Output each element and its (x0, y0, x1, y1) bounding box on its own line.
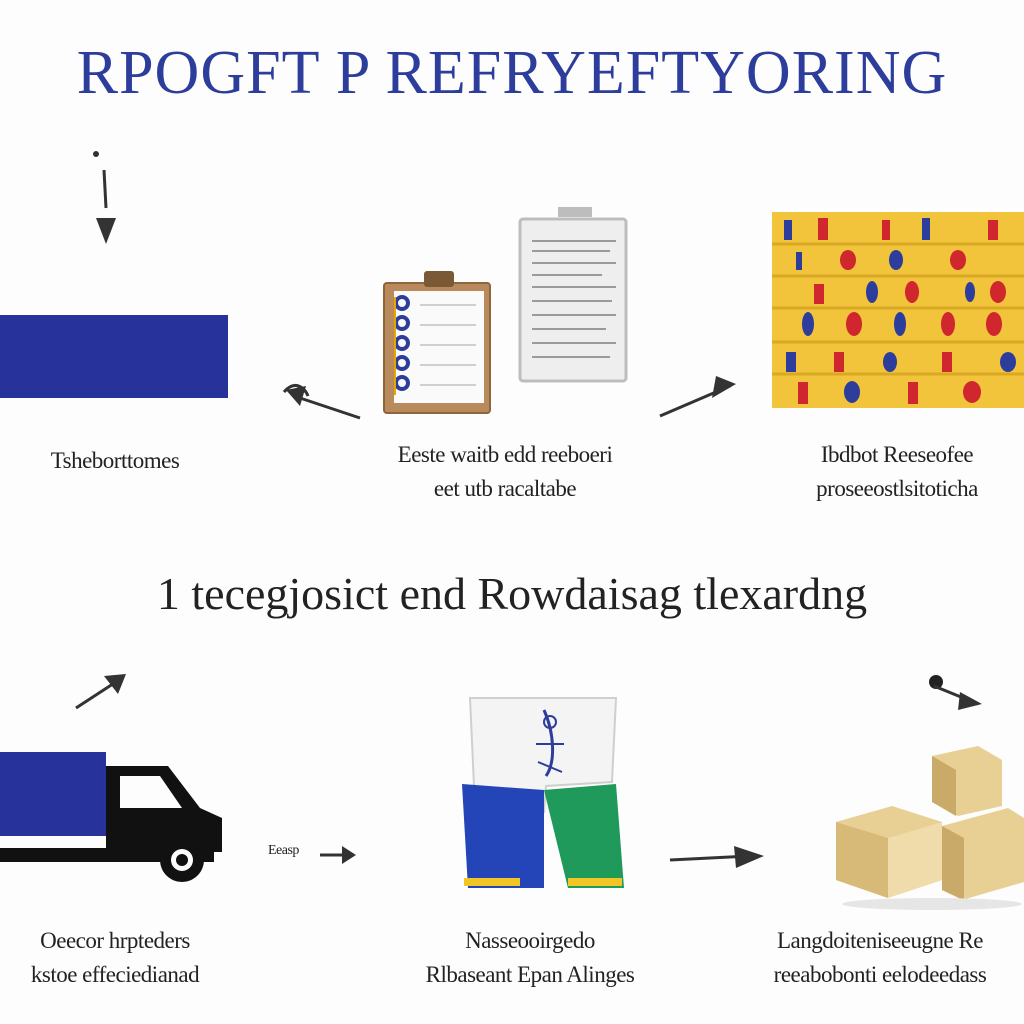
step-caption: Nasseooirgedo Rlbaseant Epan Alinges (425, 928, 635, 987)
right-arrow-icon (669, 846, 764, 868)
clipboard-icon (383, 207, 628, 414)
cardboard-boxes-icon (836, 746, 1024, 910)
navy-block-icon (0, 315, 228, 398)
arrow-label: Eeasp (268, 843, 299, 858)
delivery-truck-icon (0, 752, 222, 882)
warehouse-shelves-icon (772, 212, 1024, 408)
up-right-arrow-icon (75, 674, 126, 710)
step-caption: Oeecor hrpteders kstoe effeciedianad (30, 928, 200, 987)
right-arrow-icon (320, 846, 356, 864)
right-arrow-icon (659, 376, 736, 418)
step-caption: Ibdbot Reeseofee proseeostlsitoticha (816, 442, 978, 501)
step-caption: Langdoiteniseeugne Re reeabobonti eelode… (773, 928, 987, 987)
right-arrow-icon (282, 384, 361, 420)
right-arrow-icon (929, 675, 982, 710)
shorts-garment-icon (462, 697, 624, 888)
step-caption: Eeste waitb edd reeboeri eet utb racalta… (397, 442, 613, 501)
section-subtitle: 1 tecegjosict end Rowdaisag tlexardng (156, 568, 868, 619)
down-arrow-icon (93, 151, 116, 244)
page-title: RPOGFT P REFRYEFTYORING (76, 39, 948, 107)
step-caption: Tsheborttomes (50, 448, 180, 473)
